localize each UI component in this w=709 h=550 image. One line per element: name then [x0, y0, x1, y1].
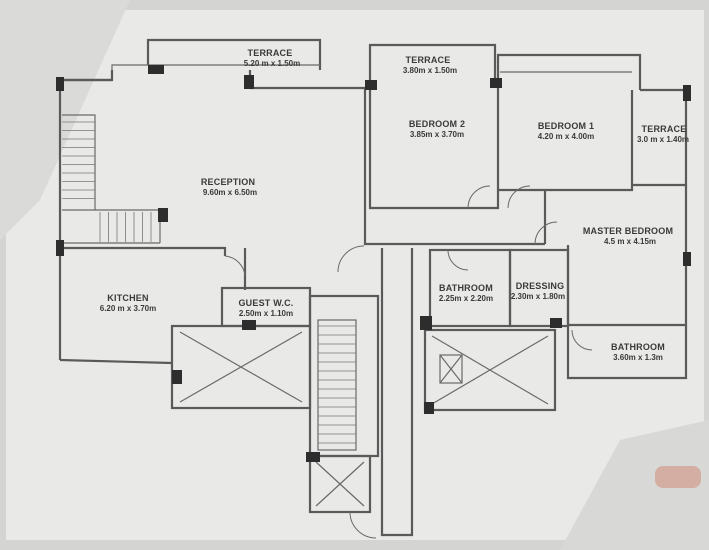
dims-terrace-right: 3.0 m x 1.40m — [637, 135, 689, 144]
wall-kitchen-bottom — [59, 358, 173, 365]
wall-corridor — [380, 248, 414, 537]
dims-bathroom2: 3.60m x 1.3m — [613, 353, 663, 362]
label-terrace-right: TERRACE — [642, 124, 687, 134]
door-corridor — [337, 245, 365, 273]
wall-lift — [308, 454, 372, 514]
dims-reception: 9.60m x 6.50m — [203, 188, 257, 197]
label-bedroom2: BEDROOM 2 — [409, 119, 465, 129]
wall-corridor-top — [363, 215, 545, 246]
label-guest-wc: GUEST W.C. — [238, 298, 293, 308]
dims-bedroom1: 4.20 m x 4.00m — [538, 132, 594, 141]
label-dressing: DRESSING — [516, 281, 565, 291]
label-master-bedroom: MASTER BEDROOM — [583, 226, 673, 236]
column-14 — [306, 452, 320, 462]
door-master — [534, 221, 558, 245]
column-4 — [365, 80, 377, 90]
void-left-cross2 — [179, 331, 303, 403]
shadow-bottom-right — [560, 420, 709, 550]
label-kitchen: KITCHEN — [107, 293, 148, 303]
wall-bedroom1 — [498, 90, 634, 192]
column-11 — [420, 316, 432, 330]
column-6 — [683, 85, 691, 101]
label-bathroom: BATHROOM — [439, 283, 493, 293]
label-bedroom1: BEDROOM 1 — [538, 121, 594, 131]
door-bedroom2 — [467, 185, 491, 209]
column-12 — [172, 370, 182, 384]
column-2 — [148, 65, 164, 74]
door-swings — [224, 185, 593, 539]
columns — [56, 65, 691, 462]
dims-master-bedroom: 4.5 m x 4.15m — [604, 237, 656, 246]
void-right-cross2 — [431, 335, 549, 405]
shower-tray — [439, 354, 463, 384]
dims-bathroom: 2.25m x 2.20m — [439, 294, 493, 303]
wall-terrace-right — [632, 88, 688, 187]
lift-cross2 — [315, 461, 365, 507]
walls — [58, 38, 688, 537]
finger-smudge — [655, 466, 701, 488]
column-9 — [683, 252, 691, 266]
dims-bedroom2: 3.85m x 3.70m — [410, 130, 464, 139]
wall-bathroom2 — [566, 325, 688, 380]
dims-terrace-left: 5.20 m x 1.50m — [244, 59, 300, 68]
column-13 — [550, 318, 562, 328]
wall-bedroom1-top — [496, 53, 642, 90]
wall-dressing — [508, 248, 570, 328]
label-reception: RECEPTION — [201, 177, 255, 187]
wall-terrace-mid — [368, 43, 497, 88]
door-bedroom1 — [507, 185, 531, 209]
wall-kitchen-top — [60, 246, 227, 256]
column-7 — [56, 240, 64, 256]
dims-kitchen: 6.20 m x 3.70m — [100, 304, 156, 313]
paper-sheet — [6, 10, 704, 540]
stair-flight — [317, 319, 357, 451]
door-bathroom2 — [571, 329, 593, 351]
wall-void-right — [423, 328, 557, 412]
wall-bedroom2 — [368, 82, 500, 210]
column-8 — [158, 208, 168, 222]
stair-upper — [62, 114, 96, 211]
dims-guest-wc: 2.50m x 1.10m — [239, 309, 293, 318]
column-10 — [242, 320, 256, 330]
wall-terrace-left — [146, 38, 322, 70]
shadow-left — [0, 0, 130, 240]
dims-terrace-mid: 3.80m x 1.50m — [403, 66, 457, 75]
dims-dressing: 2.30m x 1.80m — [511, 292, 565, 301]
door-kitchen — [224, 255, 246, 277]
door-bathroom — [447, 249, 469, 271]
column-5 — [490, 78, 502, 88]
column-15 — [424, 402, 434, 414]
label-terrace-left: TERRACE — [248, 48, 293, 58]
label-bathroom2: BATHROOM — [611, 342, 665, 352]
door-lift — [349, 511, 377, 539]
label-terrace-mid: TERRACE — [406, 55, 451, 65]
column-1 — [56, 77, 64, 91]
shower-cross2 — [439, 354, 463, 384]
column-3 — [244, 75, 254, 89]
room-labels: TERRACE 5.20 m x 1.50m TERRACE 3.80m x 1… — [100, 48, 689, 362]
wall-terrace-left-rail — [111, 64, 320, 70]
